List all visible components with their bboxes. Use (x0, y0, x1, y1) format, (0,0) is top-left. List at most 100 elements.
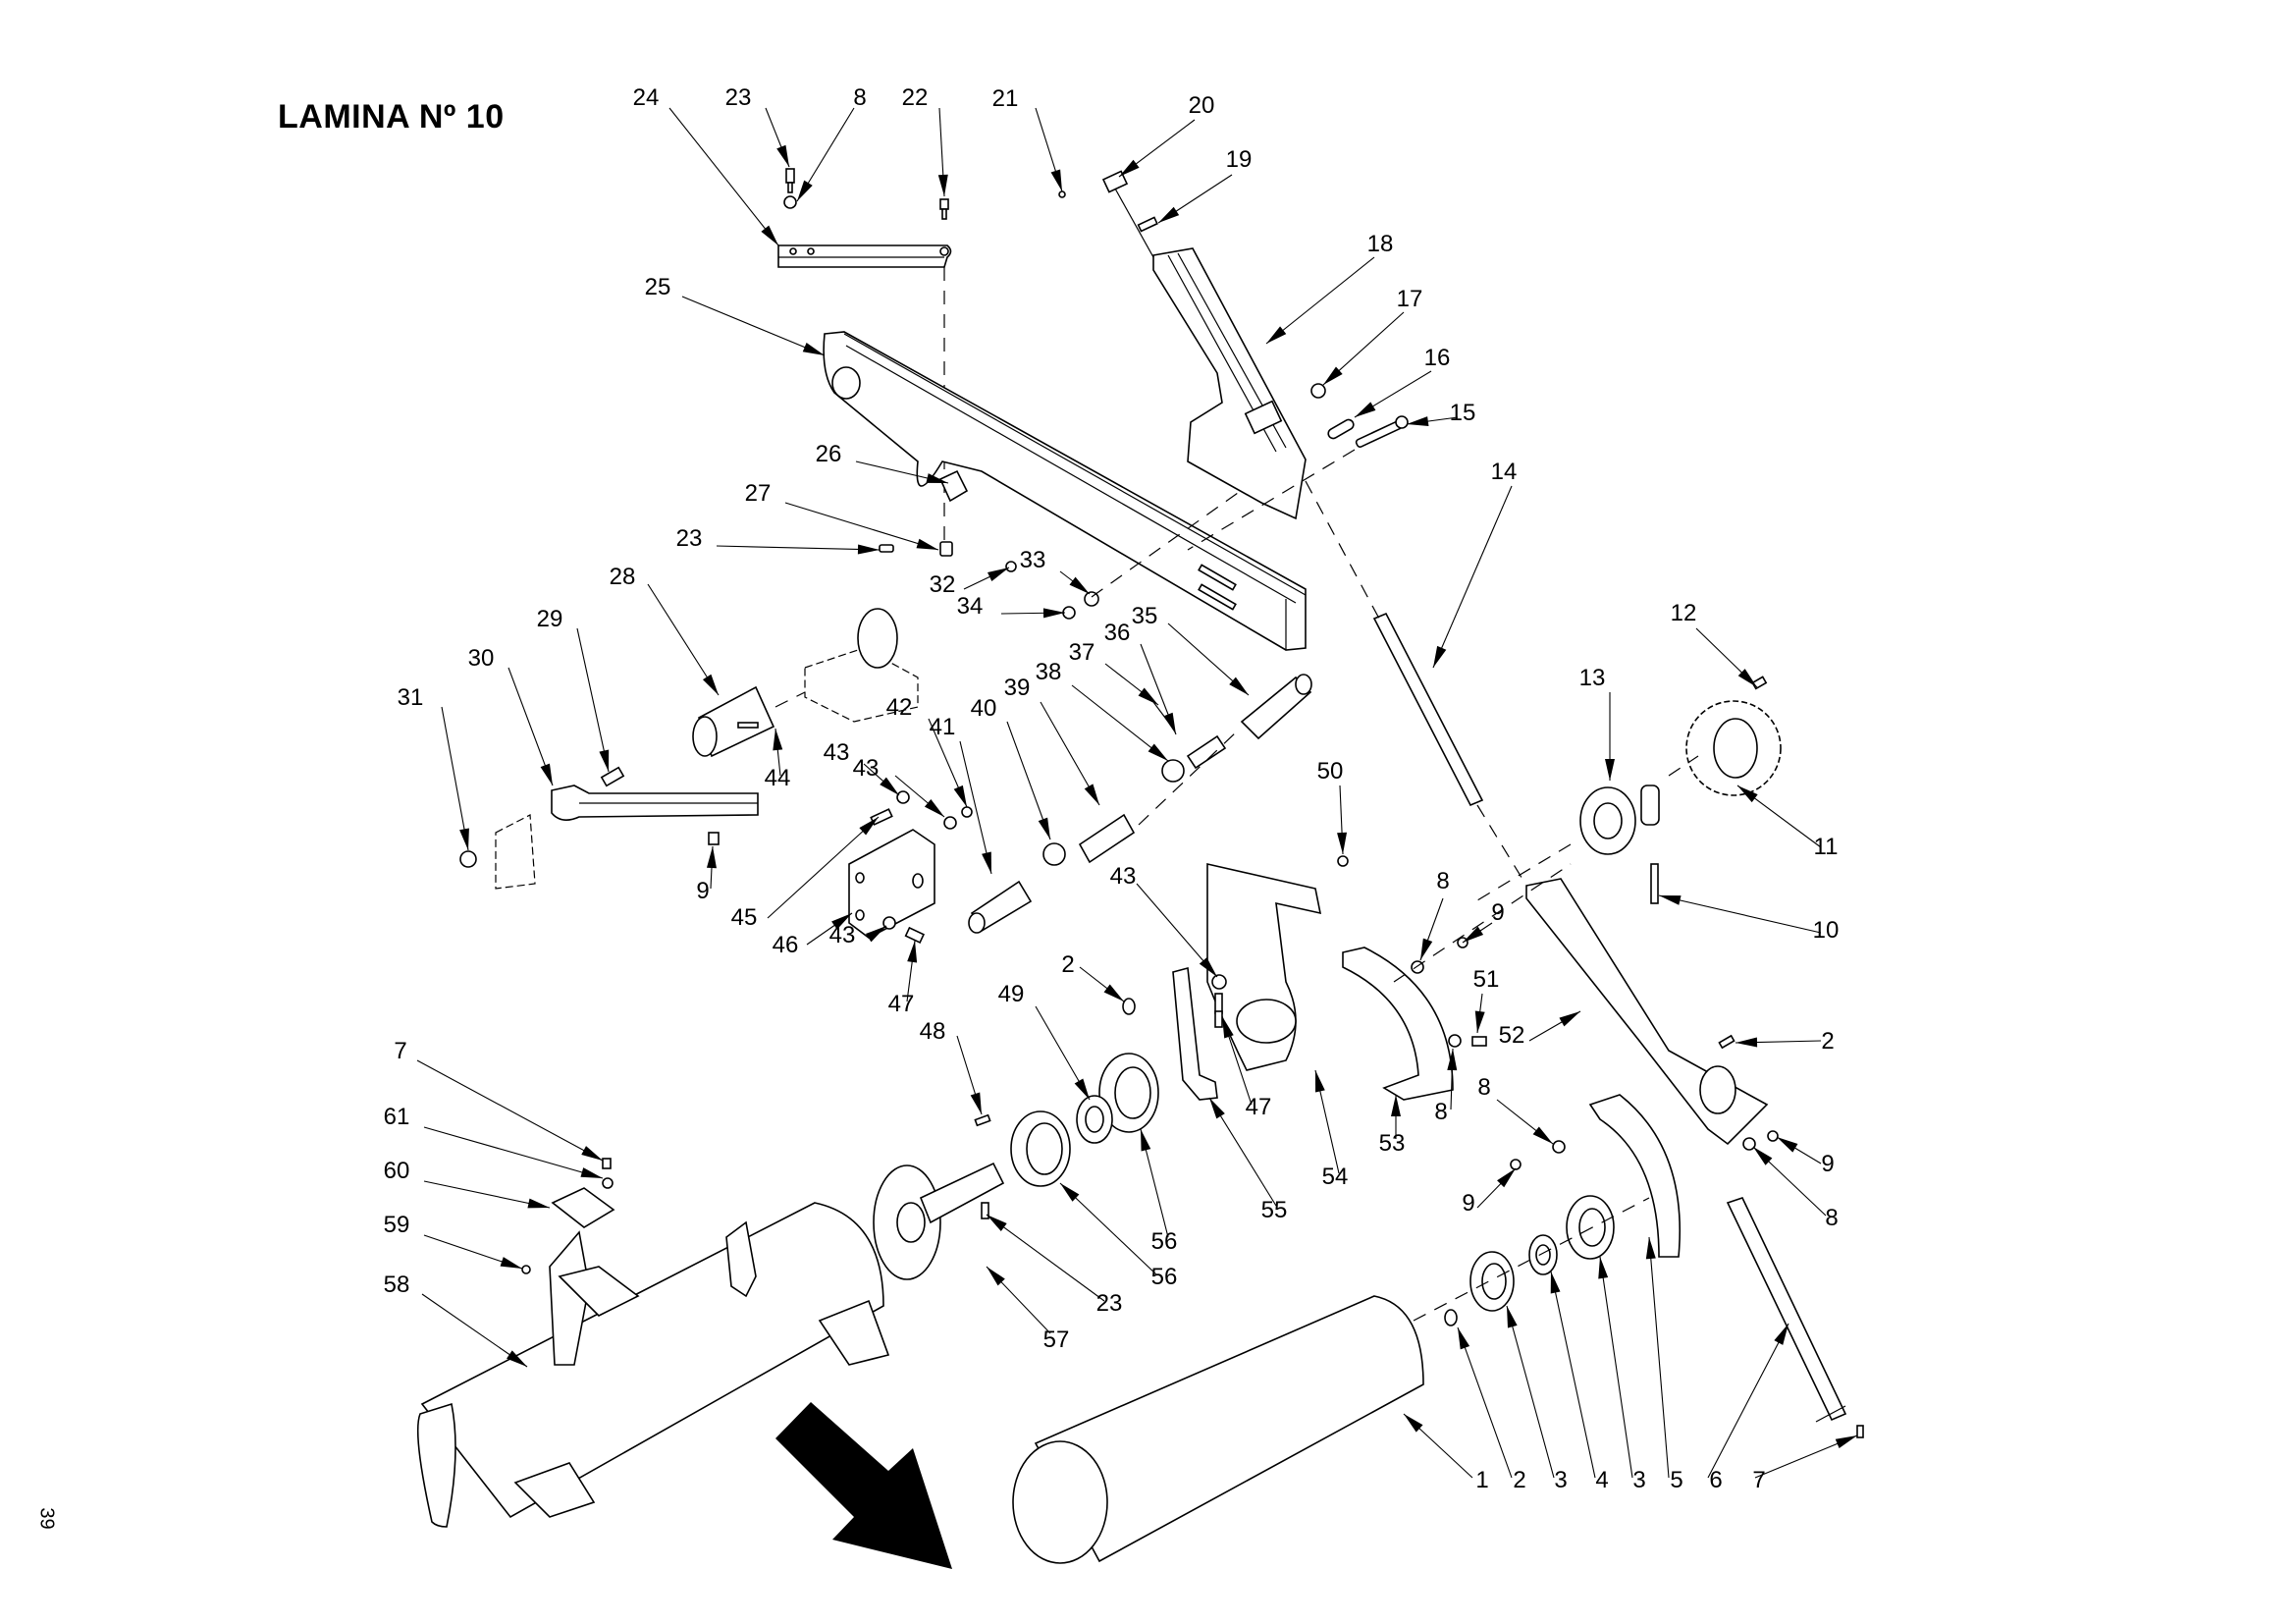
arrowhead-icon (706, 846, 717, 869)
callout-number: 26 (816, 441, 842, 467)
part-18-arm-plate (1152, 247, 1307, 520)
part-33-washer (1084, 591, 1099, 607)
part-5-guard (1588, 1094, 1682, 1258)
leader-line (423, 1126, 604, 1179)
callout-11: 11 (1736, 785, 1838, 860)
callout-number: 24 (633, 84, 660, 111)
callout-number: 42 (886, 694, 913, 721)
callout-9: 9 (1776, 1136, 1835, 1177)
callout-number: 21 (992, 85, 1019, 112)
callout-22: 22 (902, 84, 948, 197)
part-24-bracket-bar (777, 244, 952, 268)
callout-43: 43 (829, 922, 887, 948)
callout-8: 8 (1752, 1146, 1839, 1231)
part-23-bolt-57 (981, 1202, 989, 1219)
callout-43: 43 (824, 739, 900, 796)
part-17-nut (1310, 383, 1326, 399)
arrowhead-icon (1532, 1126, 1553, 1144)
callout-number: 58 (384, 1272, 410, 1298)
callout-number: 57 (1043, 1326, 1070, 1353)
callout-59: 59 (384, 1212, 523, 1270)
arrowhead-icon (970, 1092, 982, 1114)
part-23-bolt-mid (879, 544, 894, 553)
arrowhead-icon (1447, 1049, 1458, 1071)
leader-line (1648, 1236, 1670, 1479)
callout-3: 3 (1598, 1256, 1646, 1493)
arrowhead-icon (1138, 687, 1158, 705)
arrowhead-icon (1407, 416, 1429, 427)
callout-number: 22 (902, 84, 929, 111)
arrowhead-icon (1391, 1095, 1401, 1116)
callout-25: 25 (645, 274, 826, 356)
arrowhead-icon (857, 544, 880, 555)
leader-line (576, 627, 610, 773)
part-2-bolt-55 (1122, 998, 1136, 1015)
callout-7: 7 (1752, 1435, 1858, 1493)
arrowhead-icon (527, 1198, 550, 1209)
callout-number: 2 (1061, 951, 1074, 978)
part-27-nut (939, 541, 953, 557)
callout-6: 6 (1707, 1323, 1789, 1493)
part-22-bolt (939, 198, 949, 220)
callout-number: 44 (765, 765, 791, 791)
callout-50: 50 (1317, 758, 1348, 855)
callout-number: 6 (1709, 1467, 1722, 1493)
part-12-bolt (1751, 676, 1768, 690)
callout-39: 39 (1004, 675, 1100, 806)
callout-number: 8 (1434, 1099, 1447, 1125)
arrowhead-icon (1497, 1168, 1516, 1188)
callout-49: 49 (998, 981, 1091, 1101)
arrowhead-icon (802, 342, 825, 355)
arrowhead-icon (1753, 1147, 1773, 1165)
callout-4: 4 (1550, 1271, 1609, 1493)
part-20-block (1101, 170, 1129, 193)
arrowhead-icon (1074, 1078, 1090, 1100)
callout-46: 46 (773, 912, 853, 958)
callout-12: 12 (1671, 600, 1758, 688)
part-bracket-30 (495, 814, 536, 890)
callout-43: 43 (853, 755, 945, 818)
part-38-nut (1161, 759, 1185, 783)
callout-3: 3 (1506, 1305, 1568, 1493)
callout-number: 2 (1821, 1028, 1834, 1055)
callout-number: 53 (1379, 1130, 1406, 1157)
part-8-washer-mid (1552, 1140, 1566, 1154)
leader-line (986, 1214, 1105, 1302)
callout-number: 25 (645, 274, 671, 300)
arrowhead-icon (1559, 1011, 1580, 1027)
part-19-pin (1137, 216, 1158, 233)
arrowhead-icon (1659, 895, 1682, 905)
part-36-pin (1186, 734, 1227, 770)
arrowhead-icon (1060, 1183, 1080, 1202)
part-6-bar (1726, 1197, 1847, 1423)
callout-2: 2 (1457, 1326, 1526, 1493)
arrowhead-icon (1103, 984, 1124, 1001)
part-54-plate (1206, 862, 1322, 1071)
part-26-plate (938, 469, 969, 503)
arrowhead-icon (987, 568, 1009, 582)
arrowhead-icon (702, 674, 719, 695)
arrowhead-icon (1163, 712, 1176, 734)
callout-number: 8 (1436, 868, 1449, 894)
arrowhead-icon (540, 763, 553, 785)
callout-number: 60 (384, 1158, 410, 1184)
part-9-nut-mid (1510, 1159, 1522, 1170)
callout-number: 5 (1670, 1467, 1682, 1493)
arrowhead-icon (1158, 206, 1180, 223)
part-4-bearing (1528, 1234, 1558, 1275)
callout-33: 33 (1020, 547, 1091, 595)
arrowhead-icon (1209, 1098, 1225, 1119)
leader-line (668, 107, 779, 246)
arrowhead-icon (1507, 1306, 1518, 1328)
leader-line (1550, 1271, 1596, 1479)
callout-26: 26 (816, 441, 949, 484)
callout-40: 40 (971, 695, 1051, 840)
callout-14: 14 (1432, 459, 1517, 669)
arrowhead-icon (1774, 1324, 1789, 1345)
callout-17: 17 (1322, 286, 1422, 386)
part-61-washer (602, 1177, 614, 1189)
callout-31: 31 (398, 684, 469, 851)
callout-38: 38 (1036, 659, 1169, 762)
arrowhead-icon (1323, 366, 1343, 385)
